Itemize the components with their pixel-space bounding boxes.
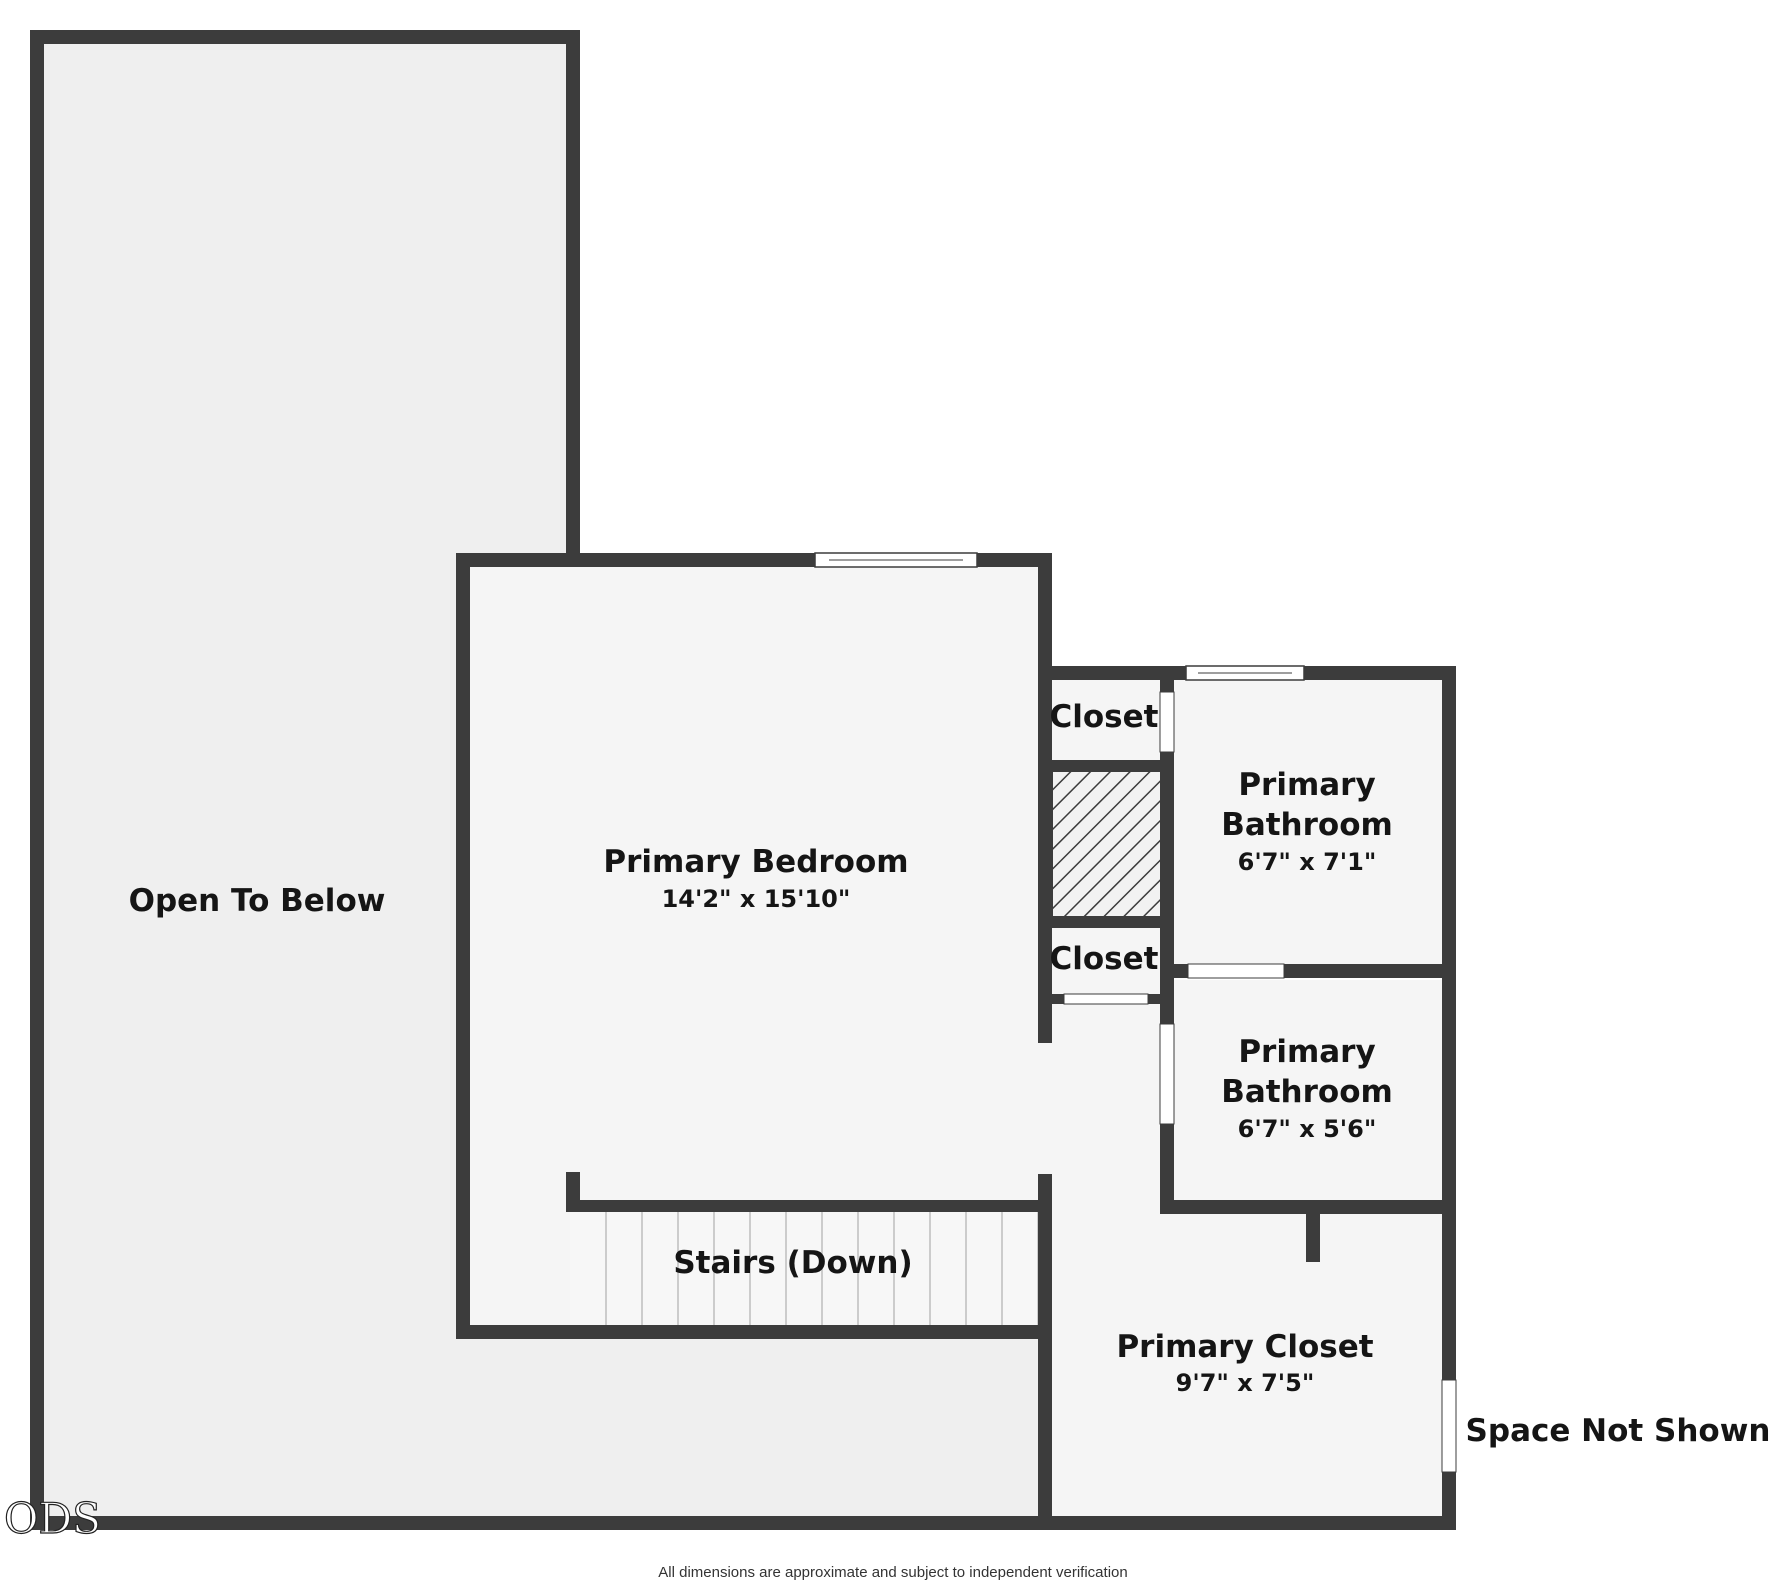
opening-edges [829,559,1457,1473]
bathroom-upper-label-2: Bathroom [1221,807,1393,843]
bathroom-lower-label-1: Primary [1238,1034,1375,1070]
bathroom-upper-dims: 6'7" x 7'1" [1238,848,1377,876]
primary-closet-dims: 9'7" x 7'5" [1176,1369,1315,1397]
wall [566,1172,580,1212]
wall [456,1325,1052,1339]
wall [1038,1174,1052,1214]
wall [1160,964,1188,978]
closet-upper-floor [1050,678,1170,763]
primary-bedroom-dims: 14'2" x 15'10" [662,885,851,913]
primary-bedroom-label: Primary Bedroom [603,844,908,880]
wall [456,553,470,1339]
wall [30,30,44,1530]
wall [1306,1208,1320,1262]
bathroom-lower-floor [1170,980,1442,1202]
wall [1038,1178,1052,1530]
closet-lower-label: Closet [1050,941,1159,977]
wall [1442,1472,1456,1530]
door-opening-closet-lower [1064,994,1148,1004]
disclaimer: All dimensions are approximate and subje… [658,1564,1127,1581]
ods-logo: ODS [4,1494,101,1543]
hatched-chase [1051,769,1169,919]
wall [1160,1200,1456,1214]
door-opening-closet-upper [1160,692,1174,752]
bathroom-lower-label-2: Bathroom [1221,1074,1393,1110]
wall [30,1516,1456,1530]
open-to-below-floor [38,38,1050,1522]
bathroom-lower-dims: 6'7" x 5'6" [1238,1115,1377,1143]
door-opening-bath-divider [1188,964,1284,978]
wall [1160,1124,1174,1212]
open-to-below-label: Open To Below [129,883,386,919]
stairs-floor [570,1212,1042,1326]
wall [1160,752,1174,1024]
wall [566,30,580,560]
wall [566,1200,1042,1212]
wall [1442,666,1456,1380]
space-not-shown-label: Space Not Shown [1466,1413,1771,1449]
closet-lower-floor [1050,928,1170,998]
primary-closet-label: Primary Closet [1116,1329,1373,1365]
wall [30,30,580,44]
wall [1038,994,1064,1004]
wall [1284,964,1456,978]
bathroom-upper-floor [1170,678,1442,970]
primary-closet-floor [1050,998,1442,1522]
walls [30,30,1456,1530]
door-opening-bath-lower [1160,1024,1174,1124]
openings [1064,692,1456,1472]
stair-treads [605,1212,1039,1326]
wall [1160,666,1174,692]
stairs-label: Stairs (Down) [673,1245,912,1281]
wall [1148,994,1164,1004]
bathroom-upper-label-1: Primary [1238,767,1375,803]
wall [1038,916,1164,928]
door-opening-closet-right [1442,1380,1456,1472]
wall [1038,760,1164,772]
closet-upper-label: Closet [1050,699,1159,735]
